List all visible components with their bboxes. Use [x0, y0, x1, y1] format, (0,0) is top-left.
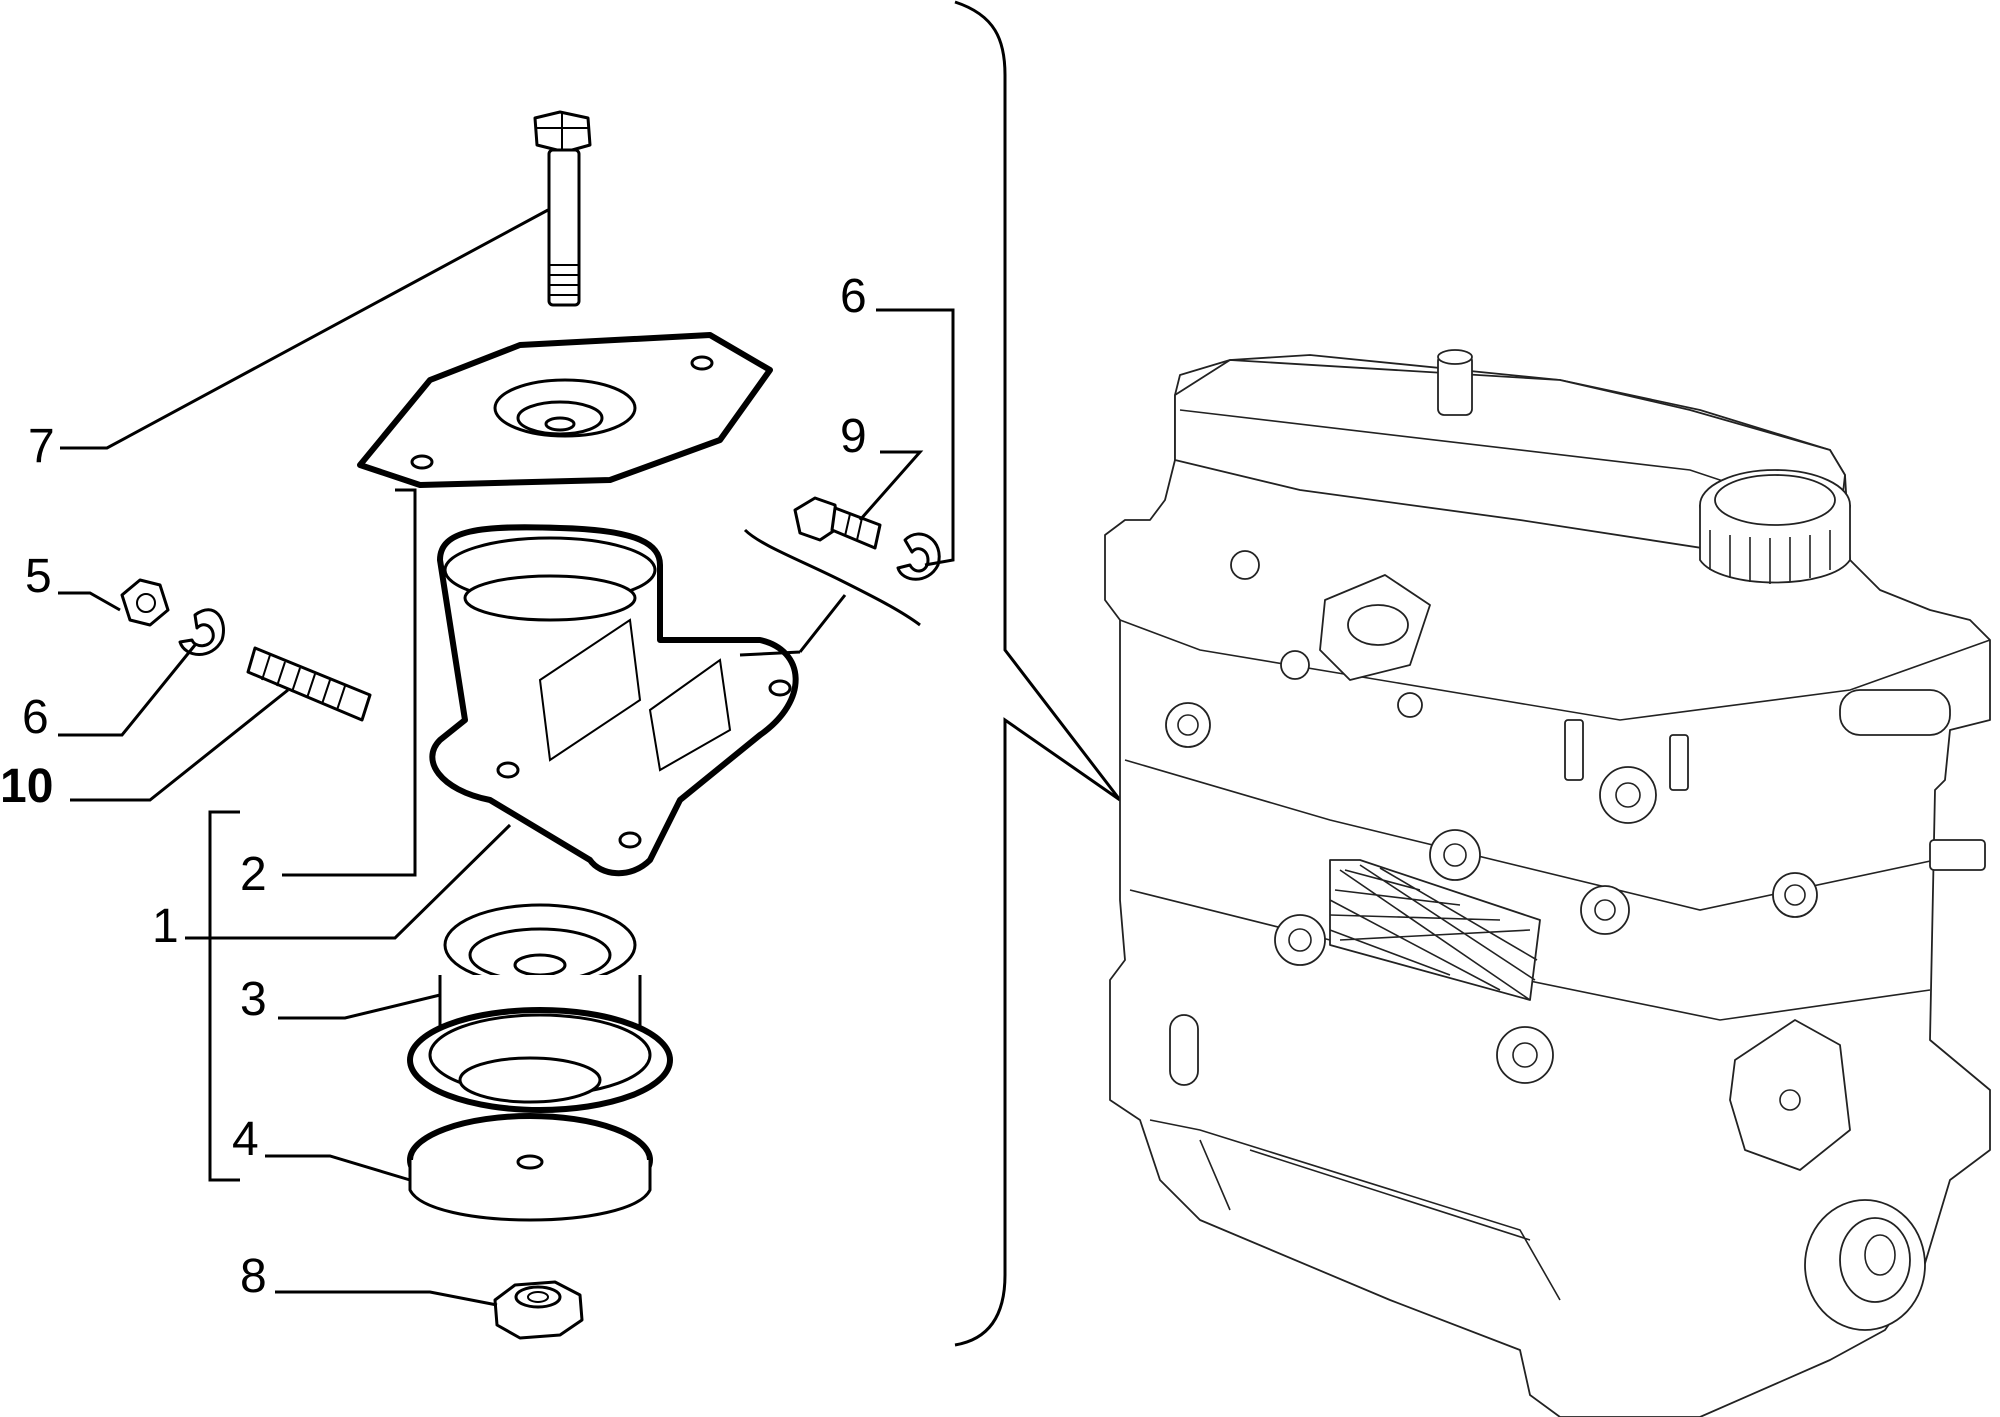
leader-line-1-bracket	[208, 810, 240, 1182]
callout-6-left: 6	[22, 691, 49, 744]
callout-8: 8	[240, 1250, 267, 1303]
mounting-bracket	[429, 524, 799, 877]
leader-line-2	[282, 488, 417, 877]
mounting-plate-part-2	[357, 332, 773, 488]
leader-line-4	[265, 1154, 411, 1182]
leader-line-7	[60, 208, 549, 450]
leader-line-10	[70, 688, 289, 802]
callout-5: 5	[25, 550, 52, 603]
bolt-part-9	[793, 496, 882, 550]
callout-3: 3	[240, 973, 267, 1026]
leader-line-9	[858, 450, 924, 521]
callout-7: 7	[28, 420, 55, 473]
leader-line-6-right	[876, 308, 955, 567]
lock-washer-right	[896, 532, 941, 581]
leader-line-8	[275, 1290, 498, 1307]
leader-line-1	[185, 823, 512, 940]
leader-line-3	[278, 993, 441, 1020]
stud-part-10	[246, 646, 372, 722]
lock-washer-left	[178, 608, 225, 656]
nut-part-5	[120, 578, 170, 627]
subgroup-bracket	[739, 528, 921, 657]
callout-10: 10	[0, 760, 53, 813]
nut-part-8	[493, 1280, 584, 1340]
leader-line-5	[58, 591, 121, 612]
callout-9: 9	[840, 410, 867, 463]
callout-2: 2	[240, 848, 267, 901]
rubber-mount-part-3	[407, 903, 673, 1113]
callout-1: 1	[152, 900, 179, 953]
washer-plate-part-4	[407, 1113, 653, 1222]
bolt-part-7	[533, 110, 592, 307]
callout-6-right: 6	[840, 270, 867, 323]
leader-line-6-left	[58, 644, 197, 737]
callout-4: 4	[232, 1113, 259, 1166]
engine-block-illustration	[1104, 349, 1991, 1417]
group-bracket	[954, 0, 1122, 1347]
